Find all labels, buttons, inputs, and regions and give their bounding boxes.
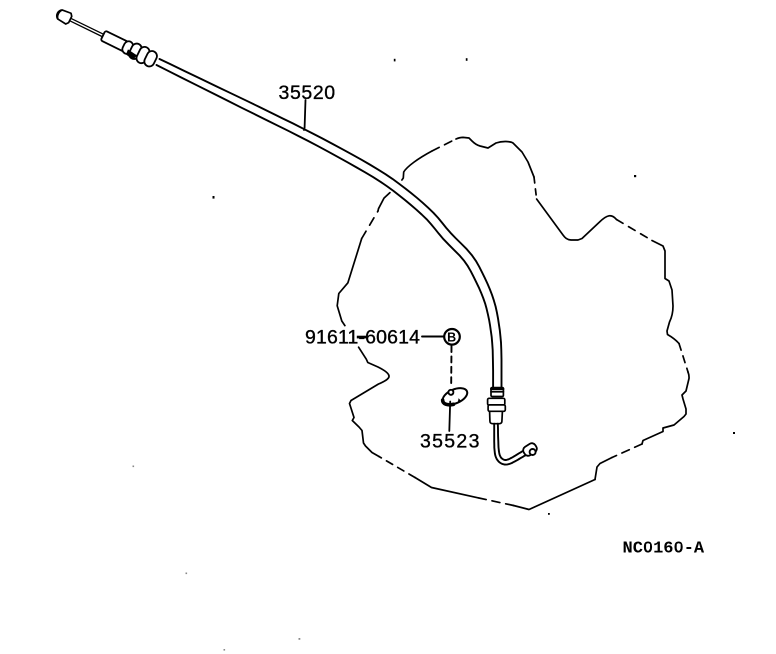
svg-text:B: B: [447, 331, 456, 345]
svg-text:NC0160-A: NC0160-A: [623, 540, 705, 559]
svg-text:35523: 35523: [420, 431, 481, 453]
svg-text:35520: 35520: [279, 82, 336, 104]
